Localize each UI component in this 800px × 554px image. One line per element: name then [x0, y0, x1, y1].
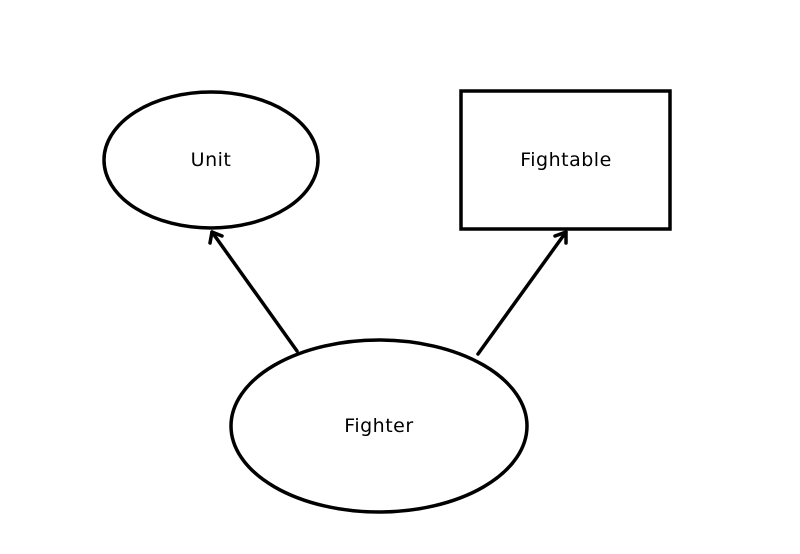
- node-fighter-ellipse: [229, 338, 529, 514]
- node-fighter-label: Fighter: [344, 415, 413, 437]
- edge-line-fighter-fightable: [476, 230, 568, 356]
- arrow-head-unit: [208, 230, 224, 245]
- node-unit-ellipse: [102, 90, 320, 230]
- arrow-head-fightable: [553, 230, 568, 245]
- node-unit[interactable]: Unit: [102, 90, 320, 230]
- node-unit-label: Unit: [191, 149, 232, 171]
- node-fighter[interactable]: Fighter: [229, 338, 529, 514]
- node-fightable[interactable]: Fightable: [459, 89, 672, 231]
- edge-line-fighter-unit: [210, 230, 299, 353]
- edge-fighter-to-unit: [208, 230, 299, 353]
- node-fightable-label: Fightable: [520, 149, 612, 171]
- node-fightable-rect: [459, 89, 672, 231]
- edge-fighter-to-fightable: [476, 230, 568, 356]
